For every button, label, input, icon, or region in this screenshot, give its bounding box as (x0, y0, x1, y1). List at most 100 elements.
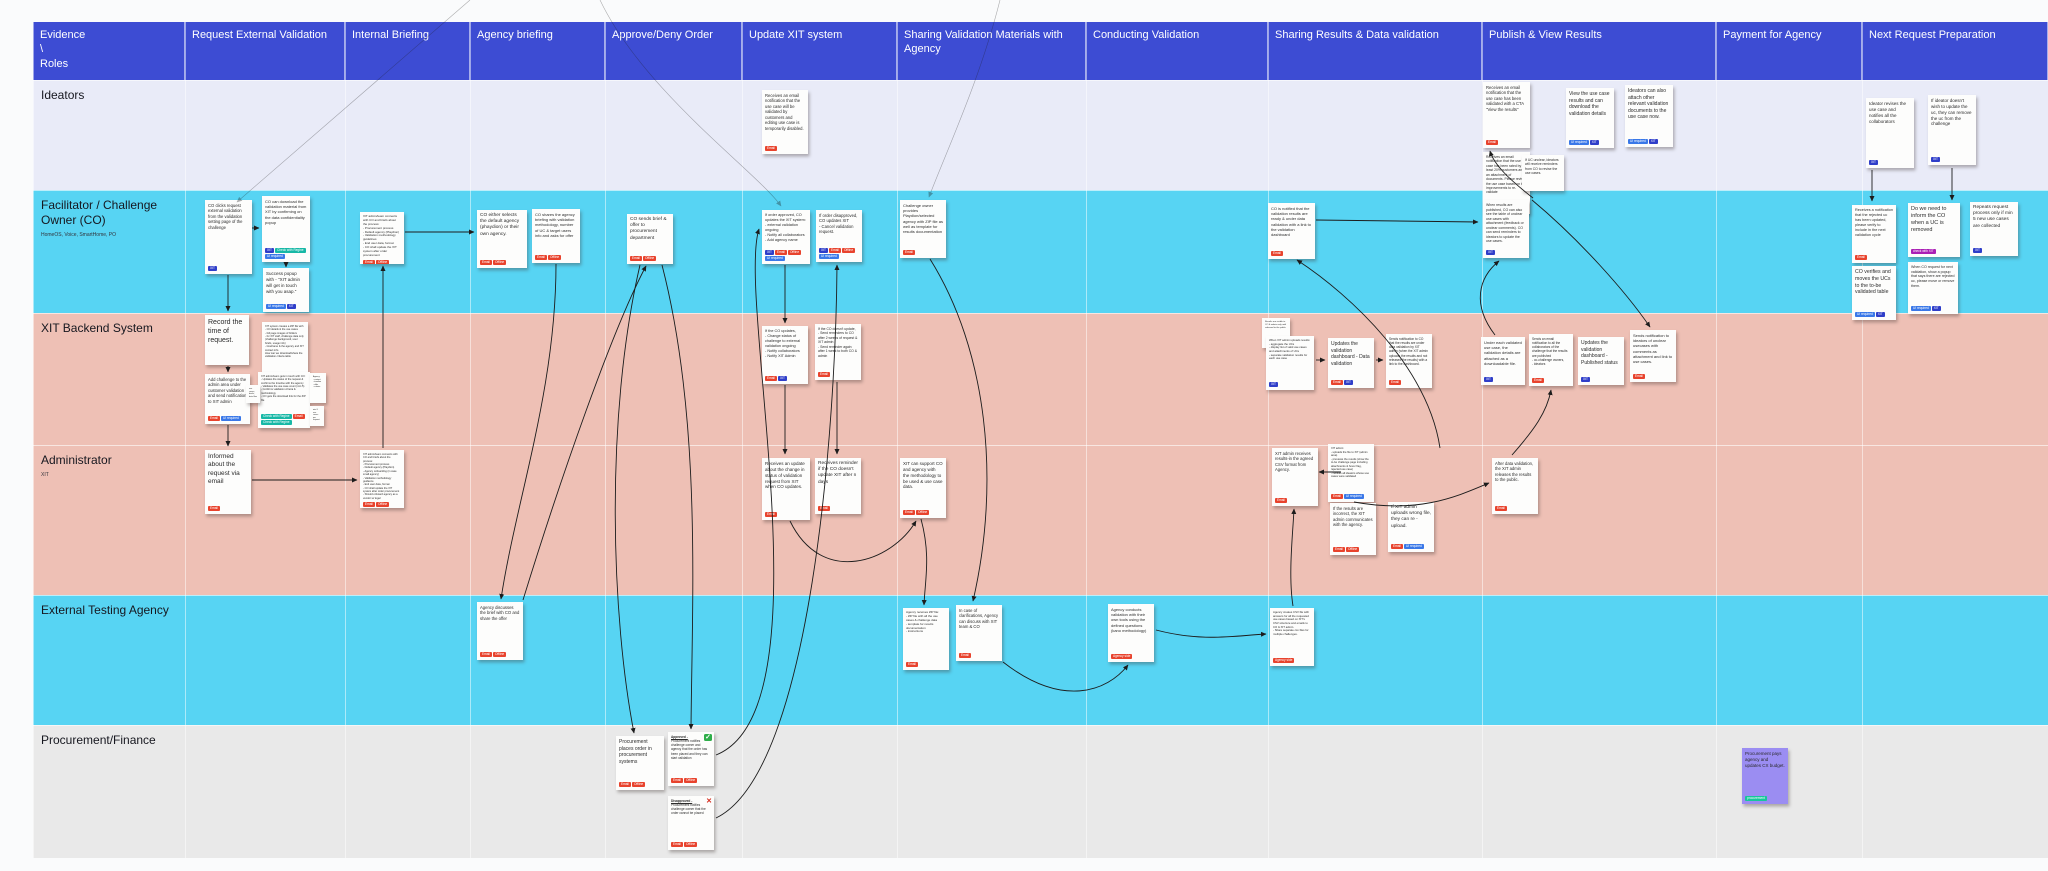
note-tag-ui: UI required (1628, 138, 1648, 144)
note-tag-email: Email (535, 254, 547, 260)
row-label[interactable]: External Testing Agency (41, 603, 169, 617)
note-tag-xit: XIT (1343, 379, 1353, 385)
sticky-note[interactable]: Agency: - contact - timeline - offer - c… (310, 373, 326, 403)
sticky-note[interactable]: CO shares the agency briefing with valid… (532, 209, 580, 263)
sticky-note[interactable]: Updates the validation dashboard - Publi… (1578, 337, 1624, 385)
sticky-note[interactable]: If the results are incorrect, the XIT ad… (1330, 503, 1376, 555)
sticky-note[interactable]: Success popup with - "XIT admin will get… (263, 268, 309, 312)
sticky-note[interactable]: Agency discusses the brief with CO and s… (477, 602, 523, 660)
note-tag-xit: XIT (1931, 156, 1940, 162)
sticky-note[interactable]: XIT system creates a ZIP file with - CO … (262, 322, 308, 380)
sticky-note[interactable]: CO clicks request external validation fr… (205, 200, 252, 274)
sticky-note[interactable]: Agency creates CSV file with answers for… (1270, 608, 1314, 666)
note-tag-email: Email (1331, 379, 1343, 385)
sticky-note[interactable]: CO either selects the default agency (ph… (477, 210, 527, 268)
sticky-note[interactable]: XIT admin/team connects with CO and brie… (360, 450, 404, 508)
column-header-agency_brief[interactable]: Agency briefing (470, 22, 605, 80)
sticky-note[interactable]: Disapproved - Procurement notifies chall… (668, 796, 714, 850)
note-text: Ideators can also attach other relevant … (1628, 88, 1669, 120)
sticky-note[interactable]: use cases, briefs, data files (246, 385, 260, 403)
note-text: Receives an email notification that the … (1486, 155, 1526, 195)
note-tag-email: Email (1389, 379, 1401, 385)
column-header-payment[interactable]: Payment for Agency (1716, 22, 1862, 80)
note-title: Approved - (671, 735, 688, 739)
sticky-note[interactable]: Ideator revises the use case and notifie… (1866, 98, 1914, 168)
swimlane-xit: XIT Backend System (33, 313, 2048, 445)
sticky-note[interactable]: XIT admin: - uploads the file to XIT (ad… (1328, 444, 1374, 502)
sticky-note[interactable]: If the CO doesn't update, - Send reminde… (815, 324, 861, 380)
column-header-request[interactable]: Request External Validation (185, 22, 345, 80)
sticky-note[interactable]: XIT admin/team gets in touch with CO: - … (258, 372, 310, 428)
sticky-note[interactable]: Receives reminder if the CO doesn't upda… (815, 458, 861, 514)
swimlane-ext_agency: External Testing Agency (33, 595, 2048, 725)
sticky-note[interactable]: XIT admin/team connects with CO and brie… (360, 212, 404, 264)
sticky-note[interactable]: View the use case results and can downlo… (1566, 88, 1614, 148)
sticky-note[interactable]: Repeats request process only if min 5 ne… (1970, 202, 2018, 256)
sticky-note[interactable]: Receives an email notification that the … (762, 90, 808, 154)
sticky-note[interactable]: Sends an email notification to all the c… (1529, 334, 1573, 386)
column-header-approve[interactable]: Approve/Deny Order (605, 22, 742, 80)
note-tag-offline: Offline (683, 777, 698, 783)
sticky-note[interactable]: Receives an update about the change in s… (762, 458, 810, 520)
note-text: Sends notification to CO that the result… (1389, 337, 1428, 366)
sticky-note[interactable]: Do we need to inform the CO when a UC is… (1908, 203, 1960, 257)
note-tag-email: Email (903, 509, 915, 515)
sticky-note[interactable]: Ideators can also attach other relevant … (1625, 85, 1673, 147)
sticky-note[interactable]: Receives an email notification that the … (1483, 82, 1530, 148)
column-header-conducting[interactable]: Conducting Validation (1086, 22, 1268, 80)
sticky-note[interactable]: If ideator doesn't wish to update the uc… (1928, 95, 1976, 165)
sticky-note[interactable]: Under each validated use case, the valid… (1481, 337, 1525, 385)
column-header-next[interactable]: Next Request Preparation (1862, 22, 2048, 80)
sticky-note[interactable]: In case of clarifications, Agency can di… (956, 605, 1002, 661)
sticky-note[interactable]: Add challenge to the admin area under cu… (205, 374, 250, 424)
note-tags: XIT (1581, 375, 1621, 382)
sticky-note[interactable]: CO can download the validation material … (262, 196, 310, 262)
sticky-note[interactable]: XIT can support CO and agency with the m… (900, 458, 946, 518)
row-label[interactable]: Facilitator / Challenge Owner (CO)HomeOS… (41, 198, 176, 238)
sticky-note[interactable]: Record the time of request. (205, 315, 249, 365)
note-text: Receives an update about the change in s… (765, 461, 805, 490)
note-tag-regine: Check with Regine (274, 247, 306, 253)
sticky-note[interactable]: If the CO updates, - Change status of ch… (762, 326, 808, 384)
sticky-note[interactable]: Updates the validation dashboard - Data … (1328, 338, 1374, 388)
sticky-note[interactable]: CO is notified that the validation resul… (1268, 203, 1315, 259)
sticky-note[interactable]: Agency receives ZIP file: - ZIP file wit… (903, 608, 949, 670)
column-header-publish[interactable]: Publish & View Results (1482, 22, 1716, 80)
sticky-note[interactable]: When XIT admin uploads results: - aggreg… (1266, 336, 1314, 390)
note-tags: Email (818, 370, 858, 377)
sticky-note[interactable]: XIT admin receives results-in the agreed… (1272, 448, 1318, 506)
sticky-note[interactable]: min 5 use cases per request (310, 406, 324, 426)
note-tag-offline: Offline (642, 255, 657, 261)
sticky-note[interactable]: If order disapproved, CO updates XIT - C… (816, 210, 862, 262)
sticky-note[interactable]: When CO request for next validation, sho… (1908, 262, 1958, 314)
note-text: View the use case results and can downlo… (1569, 91, 1610, 117)
sticky-note[interactable]: After data validation, the XIT admin rel… (1492, 458, 1538, 514)
row-label[interactable]: XIT Backend System (41, 321, 153, 335)
sticky-note[interactable]: Sends notification to ideators of unclea… (1630, 330, 1676, 382)
sticky-note[interactable]: If XIT admin uploads wrong file, they ca… (1388, 502, 1434, 552)
sticky-note[interactable]: CO verifies and moves the UCs to the to-… (1852, 266, 1896, 320)
note-text: Receives an email notification that the … (1486, 85, 1524, 112)
sticky-note[interactable]: When results are published, CO can also … (1483, 200, 1529, 258)
sticky-note[interactable]: Sends notification to CO that the result… (1386, 334, 1432, 388)
column-header-sharing_res[interactable]: Sharing Results & Data validation (1268, 22, 1482, 80)
column-header-roles[interactable]: Evidence \ Roles (33, 22, 185, 80)
sticky-note[interactable]: If UC unclear, ideators will receive rem… (1522, 155, 1564, 191)
column-header-update[interactable]: Update XIT system (742, 22, 897, 80)
sticky-note[interactable]: Agency conducts validation with their ow… (1108, 604, 1154, 662)
sticky-note[interactable]: CO sends brief & offer to procurement de… (627, 214, 673, 264)
sticky-note[interactable]: Approved - Procurement notifies challeng… (668, 732, 714, 786)
sticky-note[interactable]: Procurement places order in procurement … (616, 736, 664, 790)
note-tags: Email (1633, 372, 1673, 379)
row-label[interactable]: Ideators (41, 88, 85, 102)
sticky-note[interactable]: Challenge owner provides Playdion/select… (900, 200, 946, 258)
column-header-sharing_mat[interactable]: Sharing Validation Materials with Agency (897, 22, 1086, 80)
row-label[interactable]: Procurement/Finance (41, 733, 156, 747)
column-header-internal[interactable]: Internal Briefing (345, 22, 470, 80)
sticky-note[interactable]: If order approved, CO updates the XIT sy… (762, 210, 810, 264)
sticky-note[interactable]: Procurement pays agency and updates CX b… (1742, 748, 1788, 804)
sticky-note[interactable]: Receives a notification that the rejecte… (1852, 205, 1896, 263)
